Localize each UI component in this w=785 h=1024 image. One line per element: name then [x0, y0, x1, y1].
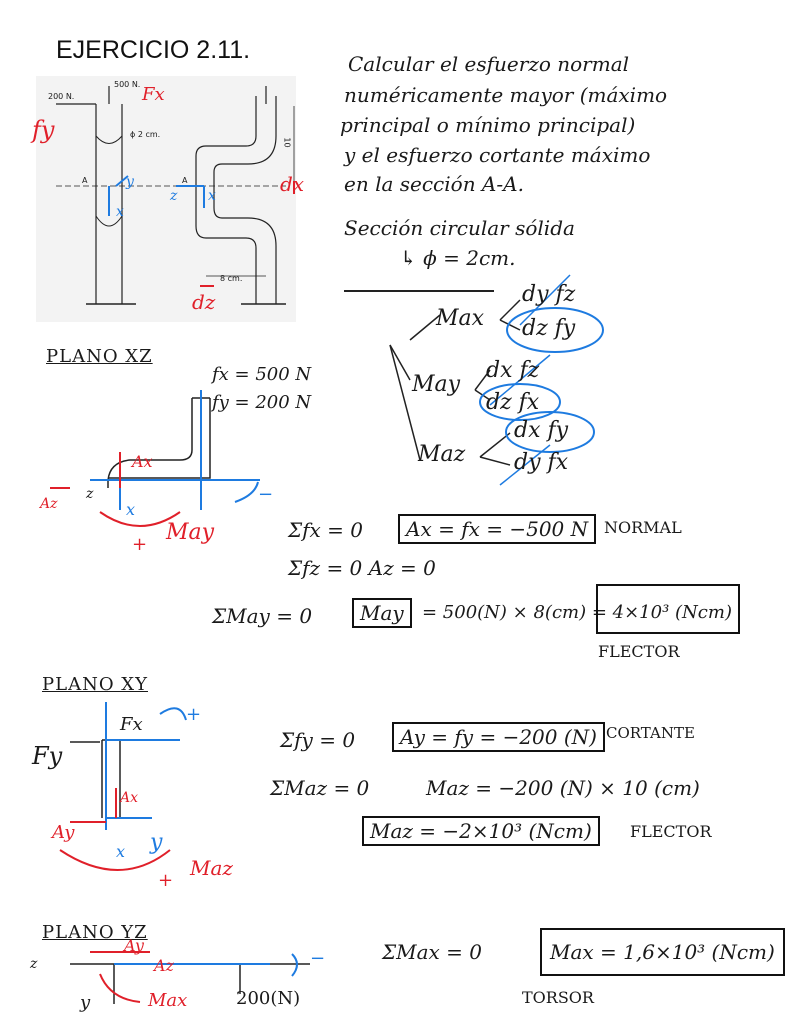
- section-type: Sección circular sólida: [344, 216, 575, 240]
- moment-may-term-1: dx fz: [486, 358, 540, 383]
- moment-max-term-1: dy fz: [522, 282, 576, 307]
- plane-xz-fy: fy = 200 N: [212, 392, 312, 413]
- xy-eq-fy: Σfy = 0: [280, 728, 356, 752]
- problem-line-3: principal o mínimo principal): [340, 113, 636, 137]
- figure-label-8cm: 8 cm.: [220, 274, 243, 283]
- moment-max-term-2: dz fy: [522, 316, 576, 341]
- xz-result-may-box: May: [352, 598, 412, 628]
- plane-yz-minus: −: [310, 948, 326, 969]
- yz-note-torsor: TORSOR: [522, 988, 594, 1007]
- divider: [344, 290, 494, 292]
- yz-result-max: Max = 1,6×10³ (Ncm): [540, 928, 785, 976]
- xy-eq-maz-expr: Maz = −200 (N) × 10 (cm): [426, 776, 700, 800]
- moment-tree-lines: [389, 274, 604, 486]
- xz-result-may-expr: = 500(N) × 8(cm) = 4×10³ (Ncm): [422, 602, 732, 623]
- moment-max: Max: [436, 306, 485, 331]
- figure-label-500: 500 N.: [114, 80, 141, 89]
- section-diameter: ↳ ϕ = 2cm.: [400, 246, 516, 270]
- plane-yz-diagram: [70, 951, 310, 1004]
- plane-xz-may: May: [166, 520, 215, 545]
- figure-fx: Fx: [142, 84, 165, 105]
- figure-label-200: 200 N.: [48, 92, 75, 101]
- plane-yz-ay: Ay: [124, 936, 144, 955]
- xy-note-cortante: CORTANTE: [606, 724, 695, 742]
- xy-result-ay: Ay = fy = −200 (N): [392, 722, 605, 752]
- plane-yz-y: y: [80, 992, 91, 1013]
- xy-note-flector: FLECTOR: [630, 822, 712, 841]
- plane-xy-label: PLANO XY: [42, 674, 148, 695]
- problem-line-5: en la sección A-A.: [344, 172, 524, 196]
- figure-drawing: [56, 86, 295, 305]
- problem-figure: 200 N. 500 N. ϕ 2 cm. A A 10 8 cm. fy Fx…: [32, 76, 304, 322]
- xz-eq-fz: Σfz = 0 Az = 0: [288, 556, 436, 580]
- plane-xy-x: x: [116, 842, 126, 861]
- yz-eq-max: ΣMax = 0: [382, 940, 483, 964]
- moment-may: May: [412, 372, 461, 397]
- plane-xz-minus: −: [258, 484, 274, 505]
- plane-yz-z: z: [30, 956, 38, 972]
- xz-eq-may: ΣMay = 0: [212, 604, 313, 628]
- figure-label-10: 10: [282, 137, 292, 148]
- plane-yz-force: 200(N): [236, 988, 301, 1009]
- figure-y-left: y: [126, 174, 134, 190]
- figure-label-diameter: ϕ 2 cm.: [130, 130, 161, 139]
- plane-xy-maz: Maz: [190, 856, 233, 880]
- plane-xy-ax: Ax: [120, 790, 139, 806]
- problem-line-4: y el esfuerzo cortante máximo: [344, 143, 651, 167]
- figure-x-right: x: [208, 188, 216, 204]
- exercise-title: EJERCICIO 2.11.: [56, 36, 251, 64]
- figure-label-a-right: A: [182, 176, 188, 185]
- figure-fy: fy: [32, 116, 55, 144]
- moment-maz: Maz: [418, 442, 466, 467]
- moment-maz-term-2: dy fx: [514, 450, 569, 475]
- plane-xz-az: Az: [40, 496, 58, 512]
- xz-result-may-frame: [596, 584, 740, 634]
- plane-xz-plus: +: [132, 534, 148, 555]
- plane-xz-diagram: [50, 390, 260, 527]
- xz-note-flector: FLECTOR: [598, 642, 680, 661]
- plane-xy-ay: Ay: [52, 822, 75, 843]
- plane-xy-diagram: [59, 702, 187, 871]
- plane-xz-ax: Ax: [132, 452, 153, 471]
- plane-xy-y: y: [150, 830, 163, 855]
- figure-z: z: [170, 188, 178, 204]
- moment-may-term-2: dz fx: [486, 390, 540, 415]
- xz-note-normal: NORMAL: [604, 518, 682, 537]
- figure-dx: dx: [280, 172, 305, 196]
- xy-eq-maz: ΣMaz = 0: [270, 776, 370, 800]
- plane-xy-fx: Fx: [120, 714, 143, 735]
- problem-line-2: numéricamente mayor (máximo: [344, 83, 668, 107]
- plane-xz-label: PLANO XZ: [46, 346, 153, 367]
- figure-x-left: x: [116, 204, 124, 220]
- plane-yz-label: PLANO YZ: [42, 922, 148, 943]
- xz-result-ax: Ax = fx = −500 N: [398, 514, 597, 544]
- xy-result-maz: Maz = −2×10³ (Ncm): [362, 816, 600, 846]
- plane-yz-az: Az: [154, 956, 174, 975]
- plane-xz-z: z: [86, 486, 94, 502]
- figure-dz: dz: [192, 290, 216, 314]
- xz-eq-fx: Σfx = 0: [288, 518, 364, 542]
- plane-yz-max: Max: [148, 990, 188, 1011]
- plane-xz-x: x: [126, 500, 136, 519]
- figure-label-a-left: A: [82, 176, 88, 185]
- plane-xz-fx: fx = 500 N: [212, 364, 312, 385]
- plane-xy-plus: +: [158, 870, 174, 891]
- plane-xy-plus-blue: +: [186, 704, 202, 725]
- plane-xy-fy: Fy: [32, 742, 63, 770]
- problem-line-1: Calcular el esfuerzo normal: [348, 52, 630, 76]
- moment-maz-term-1: dx fy: [514, 418, 569, 443]
